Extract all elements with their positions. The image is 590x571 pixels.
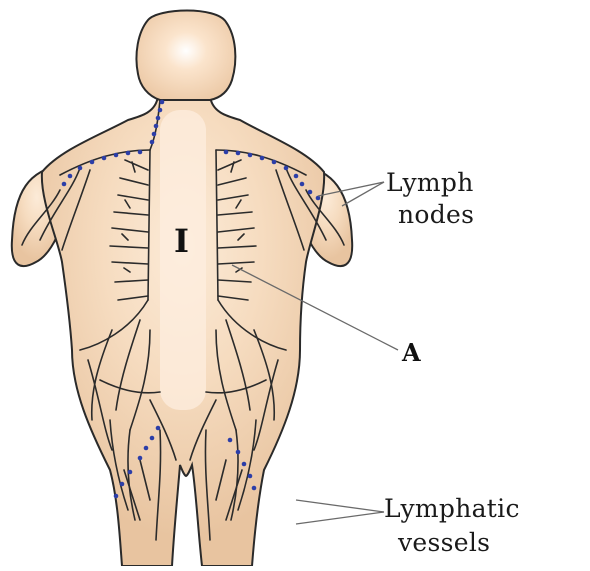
spine-highlight	[160, 110, 206, 410]
label-lymphatic-vessels-line2: vessels	[398, 528, 490, 558]
label-lymphatic-vessels-line1: Lymphatic	[384, 494, 520, 524]
leader-lymph-nodes-2	[342, 182, 384, 206]
head	[136, 11, 235, 101]
leader-vessels-1	[296, 500, 384, 512]
label-lymph-nodes-line1: Lymph	[386, 168, 474, 198]
marker-a: A	[402, 338, 421, 367]
label-lymph-nodes-line2: nodes	[398, 200, 474, 230]
marker-i: I	[174, 222, 189, 260]
leader-vessels-2	[296, 512, 384, 524]
